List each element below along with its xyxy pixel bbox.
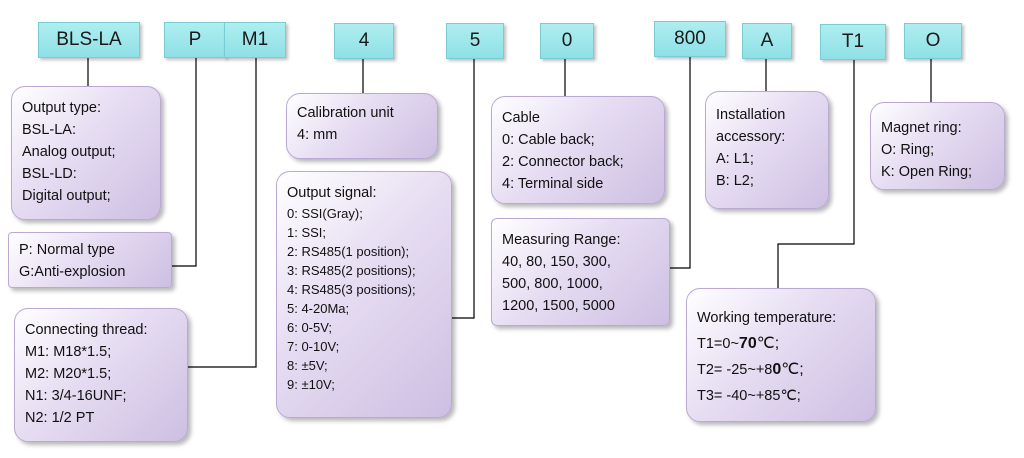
temperature-t2: T2= -25~+80℃; (697, 357, 865, 383)
output-signal-line: 5: 4-20Ma; (287, 301, 350, 316)
code-4: 4 (334, 23, 394, 59)
magnet-box: Magnet ring: O: Ring; K: Open Ring; (870, 102, 1005, 190)
temperature-box: Working temperature: T1=0~70℃; T2= -25~+… (686, 288, 876, 422)
range-line: 40, 80, 150, 300, (502, 254, 611, 270)
code-o: O (904, 23, 962, 59)
line-temperature (777, 58, 855, 288)
output-signal-line: 4: RS485(3 positions); (287, 282, 416, 297)
cable-line: 2: Connector back; (502, 154, 624, 170)
output-signal-line: 8: ±5V; (287, 358, 328, 373)
output-signal-line: 7: 0-10V; (287, 339, 340, 354)
line-type (172, 56, 197, 267)
cable-line: 0: Cable back; (502, 132, 595, 148)
t2-prefix: T2= -25~+8 (697, 362, 773, 378)
cable-title: Cable (502, 110, 540, 126)
code-a: A (742, 23, 792, 59)
accessory-title: Installation (716, 107, 786, 123)
output-type-line: BSL-LA: (22, 122, 76, 138)
output-signal-line: 2: RS485(1 position); (287, 244, 410, 259)
code-bls-la: BLS-LA (38, 22, 140, 58)
output-signal-line: 3: RS485(2 positions); (287, 263, 416, 278)
magnet-line: K: Open Ring; (881, 164, 973, 180)
temperature-title: Working temperature: (697, 310, 837, 326)
output-type-line: Analog output; (22, 144, 116, 160)
code-m1: M1 (224, 22, 286, 58)
thread-title: Connecting thread: (25, 322, 148, 338)
t1-bold: 70 (738, 335, 757, 352)
range-line: 500, 800, 1000, (502, 276, 603, 292)
thread-line: M2: M20*1.5; (25, 366, 112, 382)
code-800: 800 (654, 21, 726, 57)
output-type-box: Output type: BSL-LA: Analog output; BSL-… (11, 86, 161, 220)
output-signal-line: 6: 0-5V; (287, 320, 333, 335)
magnet-title: Magnet ring: (881, 120, 962, 136)
output-type-line: BSL-LD: (22, 166, 77, 182)
accessory-title: accessory: (716, 129, 786, 145)
calibration-line: 4: mm (297, 127, 338, 143)
thread-line: N1: 3/4-16UNF; (25, 388, 127, 404)
t1-suffix: ℃; (756, 335, 780, 352)
calibration-box: Calibration unit 4: mm (286, 93, 438, 159)
type-box: P: Normal type G:Anti-explosion (8, 232, 172, 288)
code-0: 0 (540, 23, 594, 59)
thread-line: M1: M18*1.5; (25, 344, 112, 360)
code-5: 5 (446, 23, 504, 59)
magnet-line: O: Ring; (881, 142, 935, 158)
output-signal-title: Output signal: (287, 185, 377, 201)
accessory-line: B: L2; (716, 173, 754, 189)
code-t1: T1 (820, 24, 886, 60)
t2-suffix: ℃; (781, 361, 804, 378)
code-p: P (164, 22, 226, 58)
output-type-line: Digital output; (22, 188, 111, 204)
range-box: Measuring Range: 40, 80, 150, 300, 500, … (491, 218, 670, 326)
thread-line: N2: 1/2 PT (25, 410, 95, 426)
t1-prefix: T1=0~ (697, 336, 739, 352)
calibration-title: Calibration unit (297, 105, 394, 121)
accessory-box: Installation accessory: A: L1; B: L2; (705, 91, 829, 209)
thread-box: Connecting thread: M1: M18*1.5; M2: M20*… (14, 308, 188, 442)
cable-box: Cable 0: Cable back; 2: Connector back; … (491, 96, 665, 204)
temperature-t1: T1=0~70℃; (697, 331, 865, 357)
type-line: P: Normal type (19, 242, 115, 258)
type-line: G:Anti-explosion (19, 264, 126, 280)
accessory-line: A: L1; (716, 151, 754, 167)
output-signal-box: Output signal: 0: SSI(Gray); 1: SSI; 2: … (276, 171, 452, 418)
range-line: 1200, 1500, 5000 (502, 298, 615, 314)
line-range (670, 55, 691, 269)
t2-bold: 0 (772, 361, 782, 378)
line-output-signal (452, 57, 475, 319)
output-signal-line: 0: SSI(Gray); (287, 206, 363, 221)
output-signal-line: 9: ±10V; (287, 377, 335, 392)
range-title: Measuring Range: (502, 232, 621, 248)
output-signal-line: 1: SSI; (287, 225, 327, 240)
temperature-t3: T3= -40~+85℃; (697, 388, 801, 404)
output-type-title: Output type: (22, 100, 101, 116)
cable-line: 4: Terminal side (502, 176, 604, 192)
line-thread (188, 56, 257, 368)
